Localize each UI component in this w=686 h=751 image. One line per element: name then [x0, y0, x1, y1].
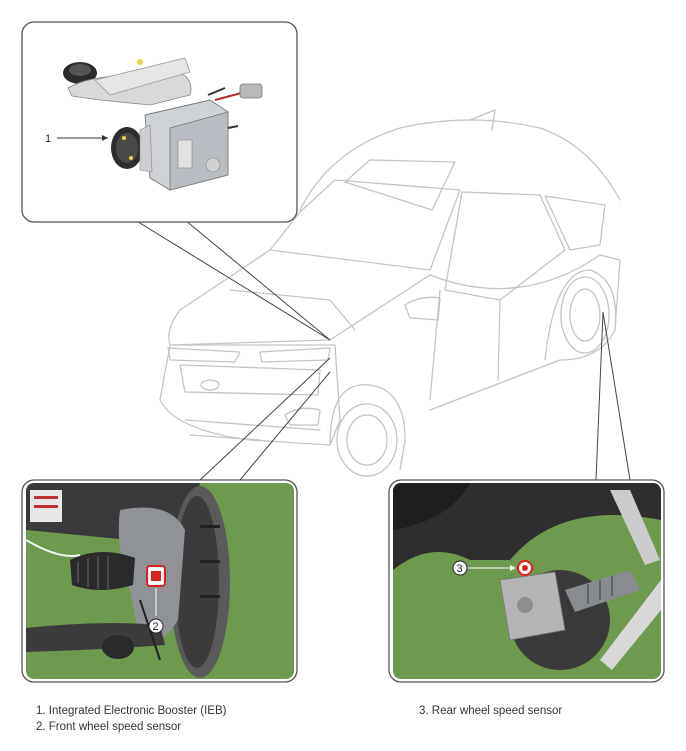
- callout-1-label: 1: [45, 133, 51, 145]
- callout-3-label: 3: [457, 563, 463, 575]
- rear-wheel-detail-panel: [388, 479, 665, 683]
- legend-item-ieb: 1. Integrated Electronic Booster (IEB): [36, 705, 227, 717]
- legend-right: 3. Rear wheel speed sensor: [419, 703, 562, 719]
- legend-left: 1. Integrated Electronic Booster (IEB) 2…: [36, 703, 226, 735]
- legend-item-front-sensor: 2. Front wheel speed sensor: [36, 721, 182, 733]
- callout-2-label: 2: [153, 621, 159, 633]
- leader-lines: [134, 219, 631, 481]
- front-wheel-detail-panel: [21, 479, 298, 683]
- vehicle-outline: [159, 109, 621, 477]
- legend-item-rear-sensor: 3. Rear wheel speed sensor: [419, 705, 563, 717]
- ieb-detail-panel: [21, 21, 298, 223]
